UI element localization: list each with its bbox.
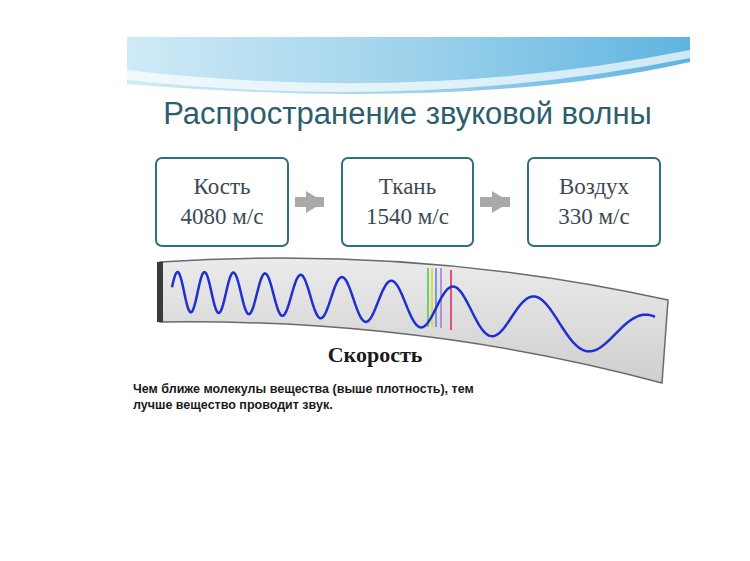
speed-value: 1540 м/с [366, 202, 449, 232]
medium-box: Воздух330 м/с [527, 157, 661, 247]
speed-value: 4080 м/с [181, 202, 264, 232]
slide-title: Распространение звуковой волны [125, 96, 690, 132]
caption-note: Чем ближе молекулы вещества (выше плотно… [133, 381, 478, 414]
sound-wave [172, 272, 655, 351]
band-edge [157, 262, 163, 322]
axis-label: Скорость [260, 342, 490, 368]
medium-name: Кость [193, 172, 250, 202]
header-swoosh [127, 37, 690, 94]
medium-name: Воздух [559, 172, 629, 202]
flow-arrow [295, 197, 324, 207]
medium-band [160, 258, 668, 383]
medium-box: Ткань1540 м/с [341, 157, 474, 247]
medium-box: Кость4080 м/с [155, 157, 289, 247]
header-highlight [127, 50, 690, 92]
speed-value: 330 м/с [558, 202, 629, 232]
flow-arrow [480, 197, 510, 207]
medium-name: Ткань [379, 172, 436, 202]
